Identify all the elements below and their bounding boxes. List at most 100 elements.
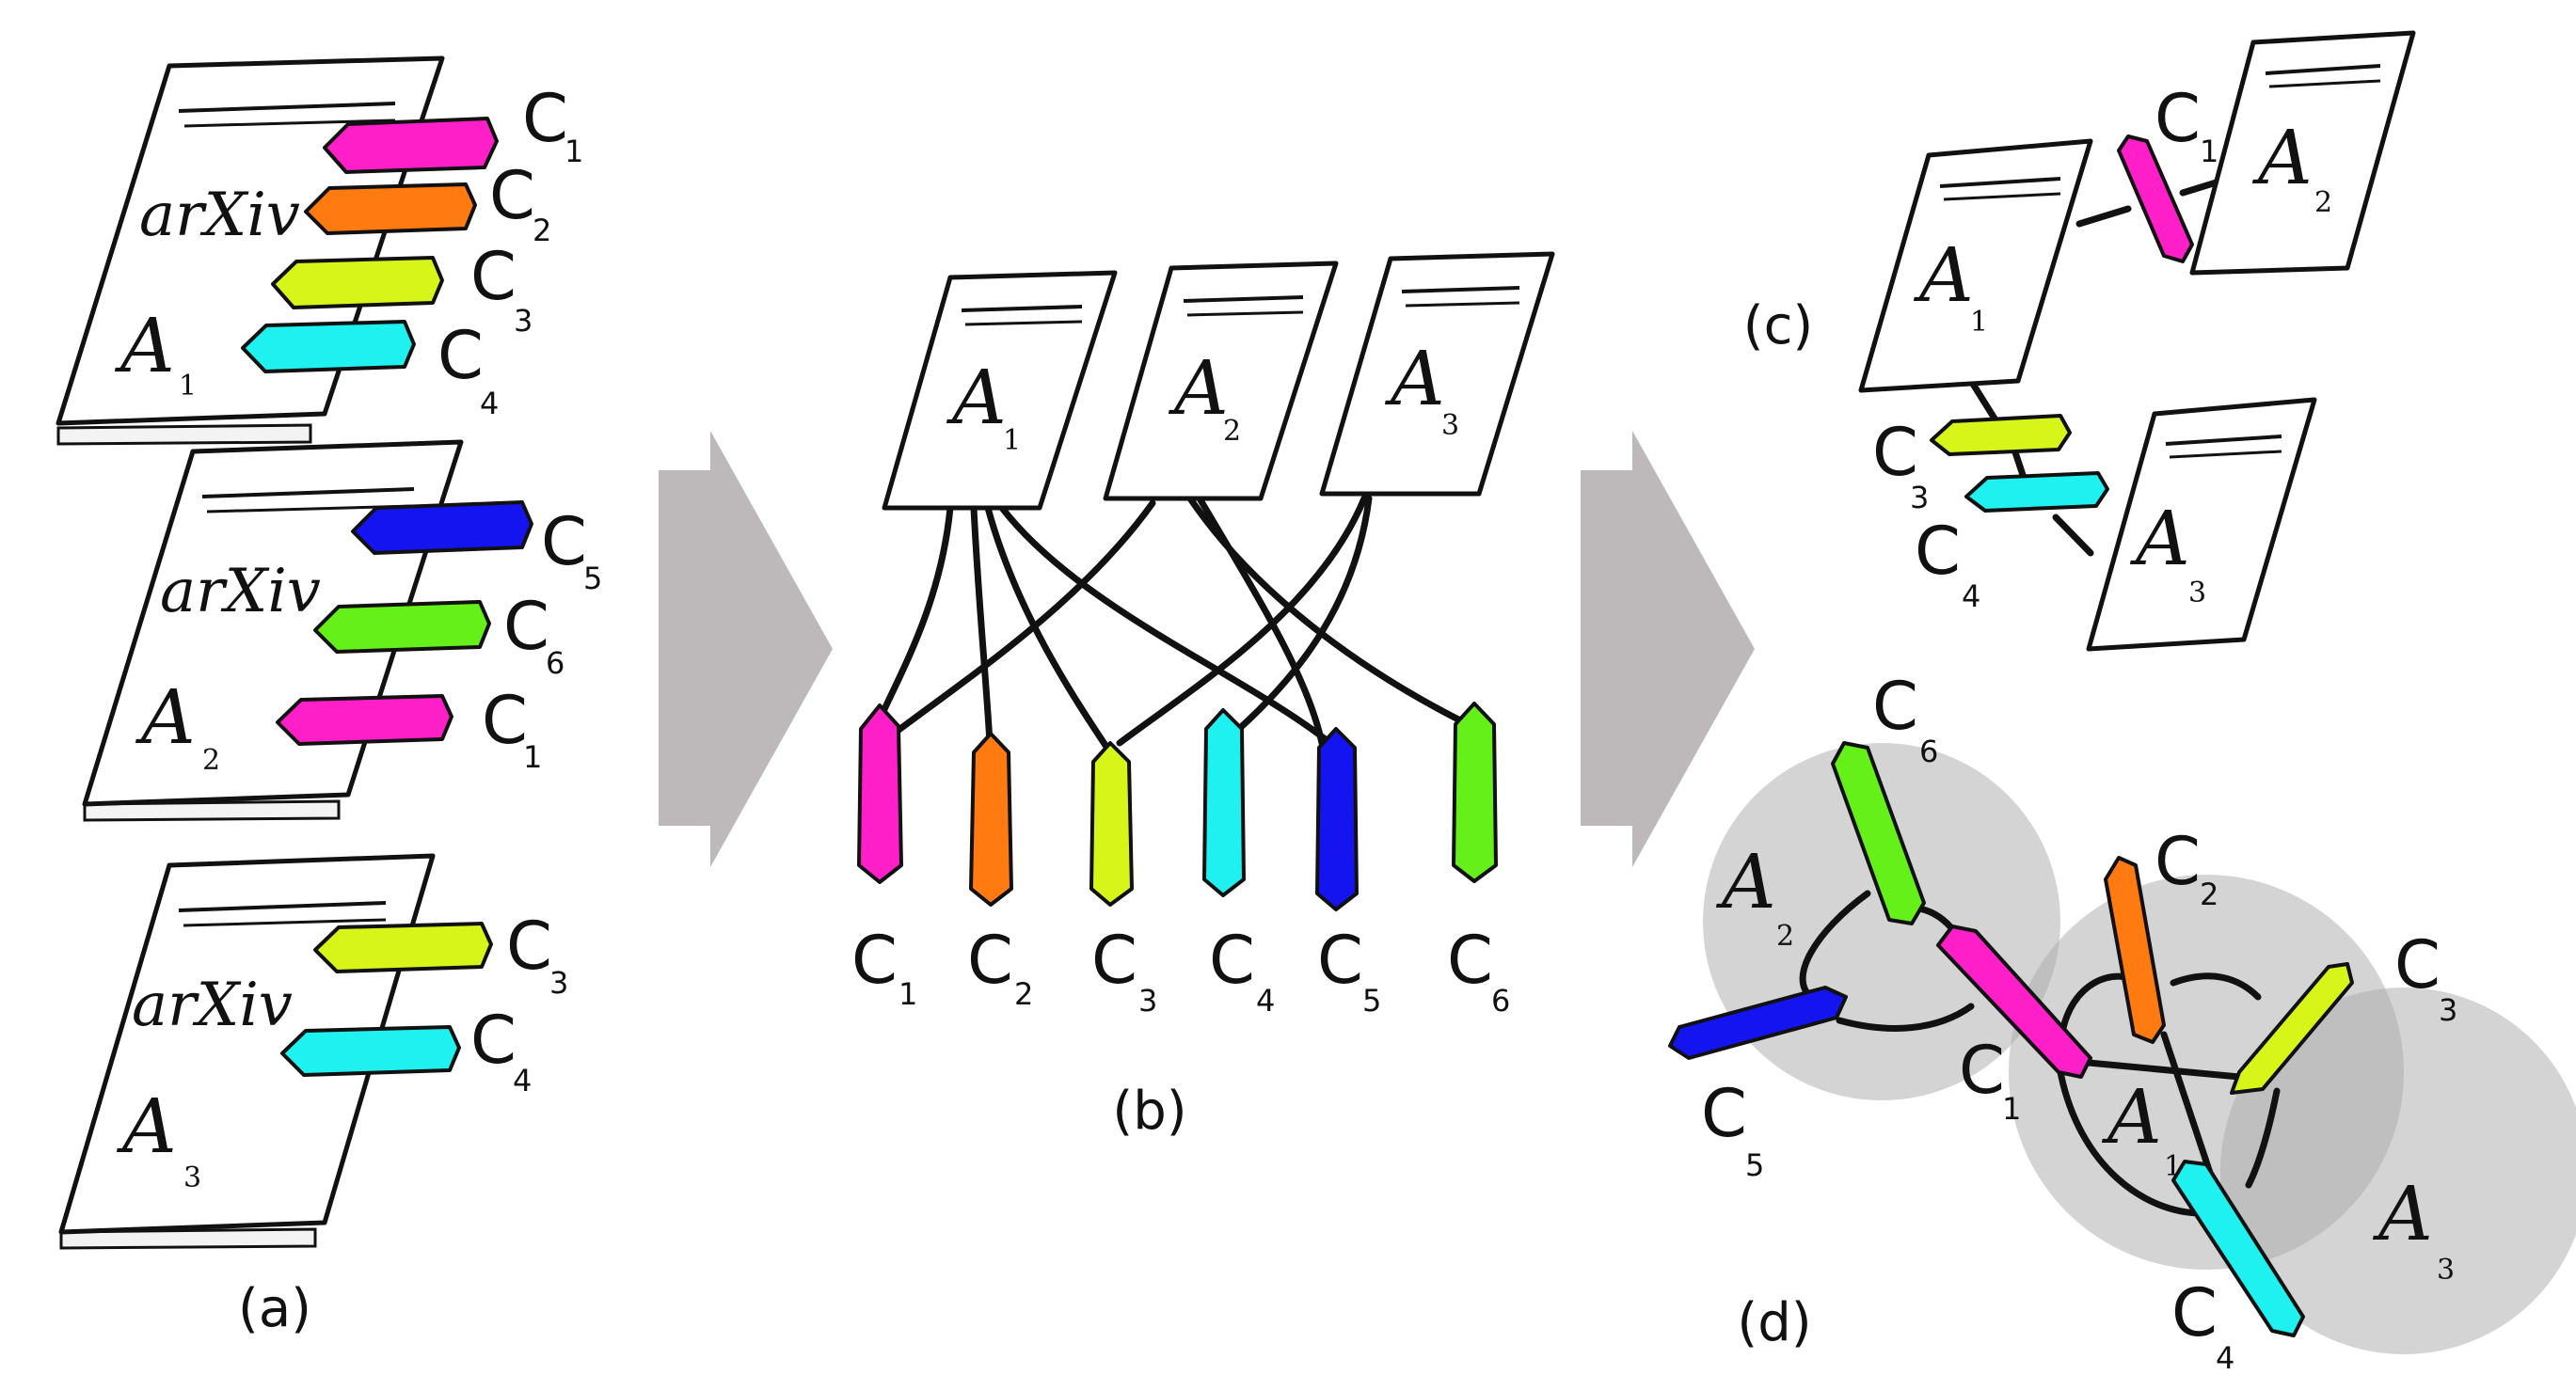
article-sub-a1-d: 1 [2164,1150,2182,1183]
edge-a1-c1 [876,504,954,723]
concept-node-c4 [1202,708,1246,897]
concept-sub-c1-a2: 1 [523,739,542,775]
concept-label-c1-c: C [2155,80,2201,157]
edge-c-a1-c3 [1967,377,1998,422]
concept-sub-c3-c: 3 [1910,480,1929,515]
concept-sub-c1-b: 1 [898,976,917,1012]
concept-sub-c2-b: 2 [1014,976,1033,1012]
concept-sub-c6-d: 6 [1919,734,1938,769]
article-a1-document: arXiv A 1 [56,55,445,446]
article-sub-a3-b: 3 [1441,409,1459,442]
concept-sub-c2-d: 2 [2200,877,2218,912]
concept-sub-c3-d: 3 [2439,992,2457,1028]
edge-d-c5-c1 [1836,1003,1975,1032]
concept-label-c3-d: C [2394,926,2441,1004]
concept-sub-c5-d: 5 [1745,1147,1764,1183]
concept-node-c1-c [2117,134,2194,263]
article-a3-node-c: A 3 [2086,397,2317,652]
concept-sub-c4-d: 4 [2216,1340,2234,1375]
concept-pill-c4-a3 [280,1025,461,1077]
article-sub-a3-c: 3 [2188,577,2206,609]
article-sub-a2-b: 2 [1223,415,1241,448]
article-label-a1-b: A [946,354,1007,441]
arrow-a-to-b [659,431,833,867]
concept-label-c4-c: C [1915,513,1961,590]
concept-pill-c6-a2 [313,600,491,654]
edge-c-a1-c1 [2075,205,2132,228]
concept-sub-c1-c: 1 [2200,134,2218,169]
panel-d: A 2 A 1 A 3 C 6 C 5 C 1 C 2 C 3 C 4 (d) [1668,668,2576,1375]
concept-pill-c5-a2 [351,500,533,555]
edge-a1-c2 [970,504,994,747]
edge-a1-c5 [998,504,1340,751]
arxiv-logo-a3: arXiv [132,971,293,1040]
article-a2-node-c: A 2 [2189,30,2416,276]
concept-label-c3-a3: C [506,908,552,985]
article-a1-node: A 1 [882,270,1118,511]
concept-label-c6-b: C [1447,922,1493,999]
concept-label-c6-a2: C [503,588,549,665]
article-label-a2: A [135,673,196,761]
concept-sub-c4-a1: 4 [480,386,499,421]
edge-a2-c1 [890,499,1156,737]
panel-a: arXiv A 1 C 1 C 2 C 3 C 4 arXiv A 2 C 5 [56,55,602,1339]
concept-pill-c3-a3 [313,922,493,973]
concept-label-c6-d: C [1872,668,1918,745]
panel-label-b: (b) [1112,1081,1186,1142]
concept-node-c6-d [1831,741,1926,925]
panel-c: A 1 A 2 A 3 C 1 C 3 C 4 (c) [1743,30,2416,652]
article-label-a3-d: A [2372,1170,2433,1257]
arxiv-logo-a1: arXiv [139,181,300,250]
concept-label-c1-a2: C [482,682,528,759]
concept-sub-c1-d: 1 [2002,1091,2021,1127]
article-a3-node: A 3 [1319,251,1555,497]
concept-node-c5 [1315,727,1359,911]
article-a2-node: A 2 [1103,261,1339,501]
concept-label-c3-a1: C [470,238,517,315]
concept-sub-c4-b: 4 [1256,983,1275,1019]
concept-node-c5-d [1668,986,1848,1060]
concept-node-c2 [969,732,1013,907]
concept-sub-c3-a3: 3 [549,965,568,1001]
concept-node-c3 [1089,741,1134,907]
concept-pill-c4-a1 [241,320,416,373]
concept-label-c1-a1: C [522,80,568,157]
concept-sub-c3-b: 3 [1138,983,1157,1019]
concept-node-c6 [1452,702,1498,883]
concept-node-c2-d [2104,856,2166,1044]
edge-a3-c3 [1116,495,1368,747]
article-label-a3-b: A [1384,335,1445,422]
concept-sub-c5-b: 5 [1362,983,1381,1019]
article-sub-a2: 2 [202,744,220,777]
concept-label-c2-d: C [2155,823,2201,900]
article-sub-a1: 1 [179,370,197,403]
panel-label-a: (a) [238,1278,311,1339]
concept-sub-c4-a3: 4 [513,1063,532,1098]
concept-node-c4-c [1964,471,2109,513]
concept-node-c1-d [1936,925,2092,1079]
arrow-b-to-c [1581,431,1755,867]
edge-d-c2-c3 [2170,972,2262,1001]
concept-label-c4-d: C [2171,1274,2218,1351]
concept-sub-c2-a1: 2 [533,213,551,248]
concept-pill-c1-a1 [323,117,499,174]
concept-label-c4-b: C [1209,922,1255,999]
article-sub-a3: 3 [183,1162,201,1194]
concept-node-c3-d [2230,962,2354,1095]
concept-label-c4-a1: C [437,317,484,394]
concept-label-c4-a3: C [470,1002,517,1079]
article-a1-node-c: A 1 [1858,138,2093,393]
concept-pill-c3-a1 [271,256,444,309]
edge-a2-c6 [1186,495,1471,728]
article-label-a1: A [114,302,175,389]
concept-label-c1-d: C [1959,1032,2005,1109]
panel-label-c: (c) [1743,295,1813,356]
concept-label-c2-b: C [967,922,1013,999]
concept-sub-c4-c: 4 [1962,578,1980,614]
concept-pill-c2-a1 [304,182,477,235]
panel-b: A 1 A 2 A 3 C 1 C 2 C 3 C 4 [851,251,1555,1142]
bubble-a3 [2220,988,2576,1354]
edge-d-c1-c4 [2057,1068,2205,1217]
concept-label-c3-b: C [1091,922,1137,999]
